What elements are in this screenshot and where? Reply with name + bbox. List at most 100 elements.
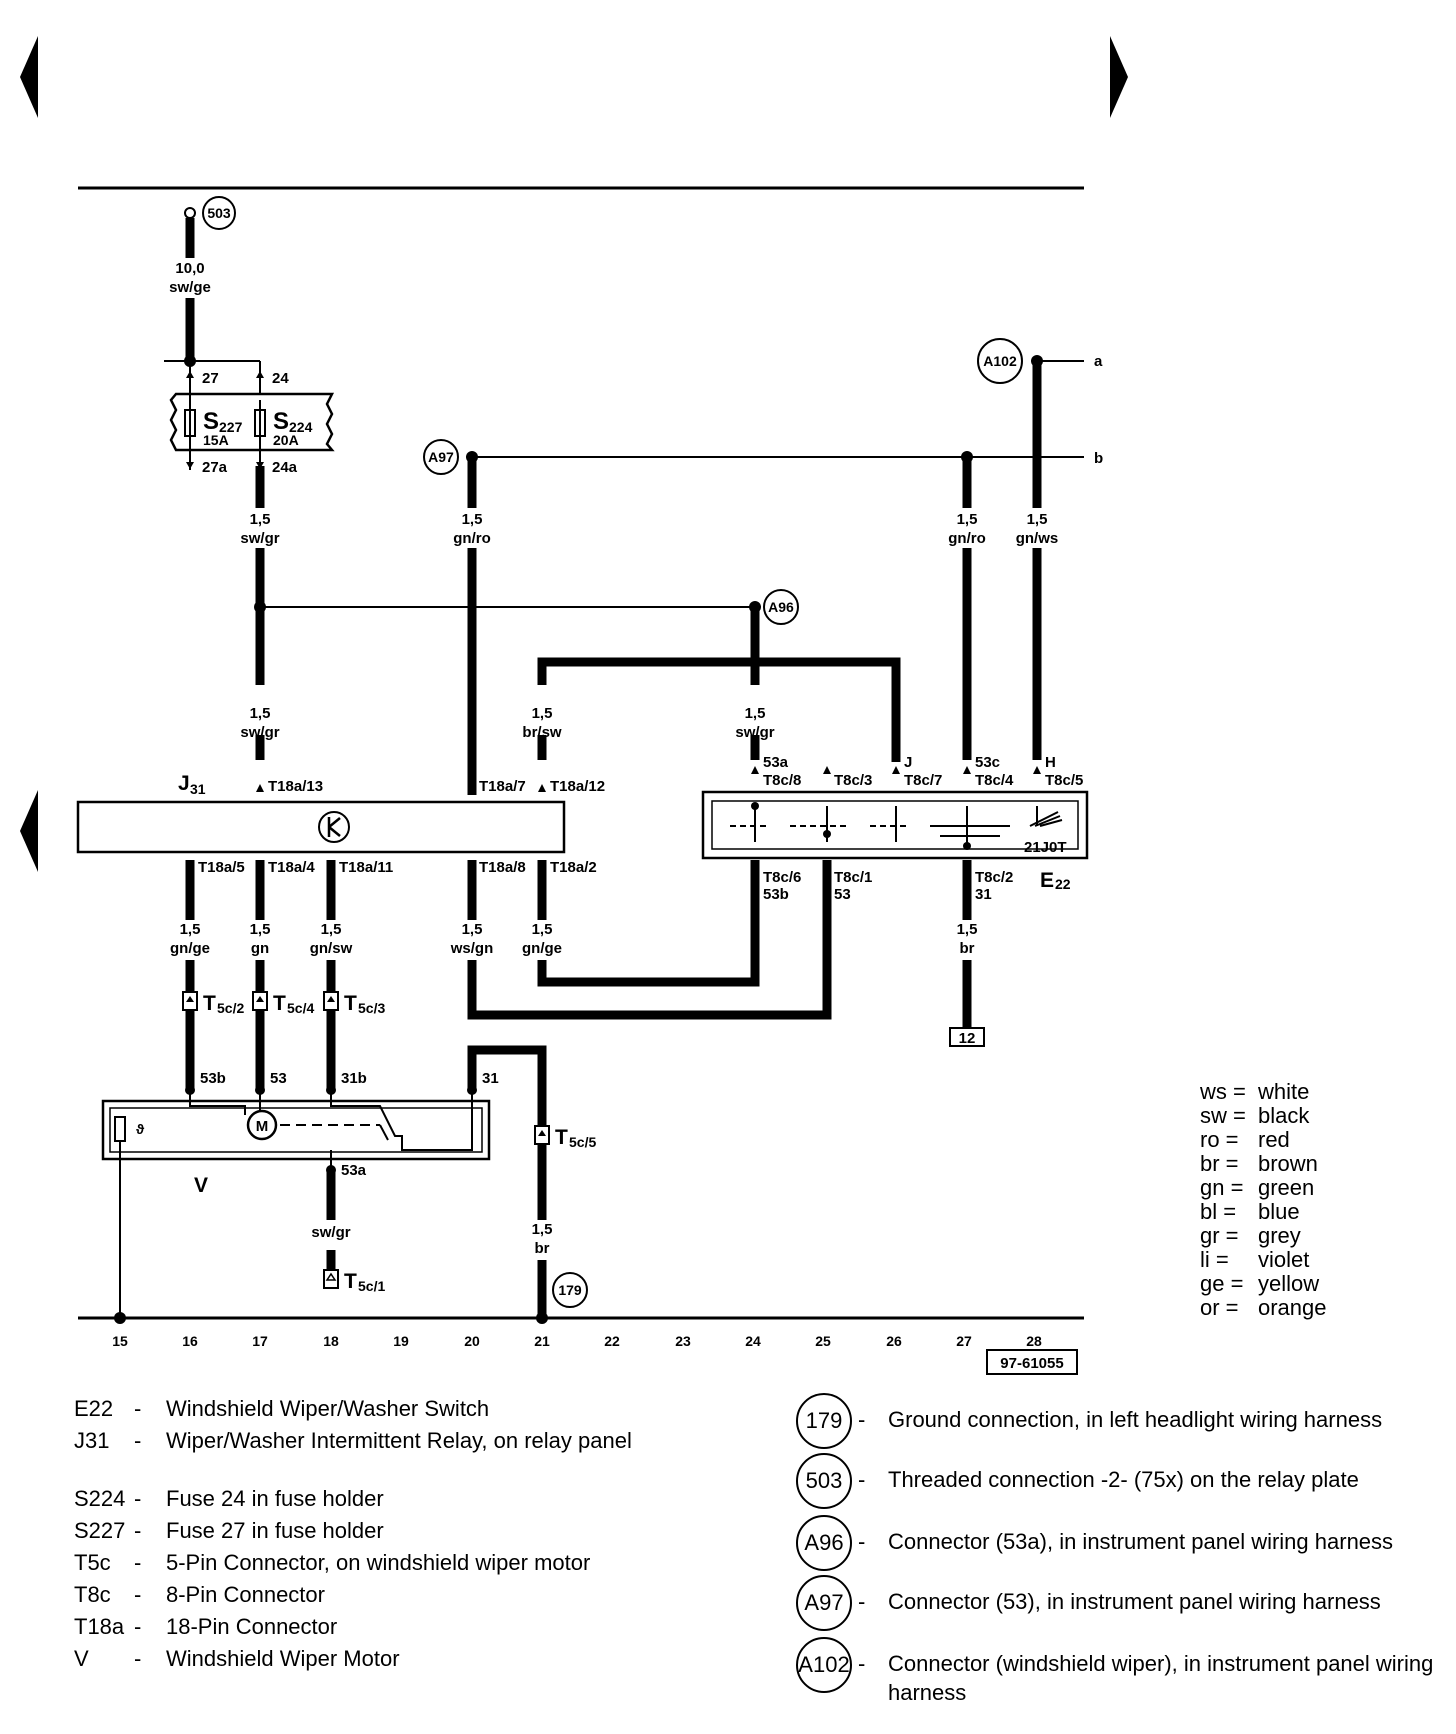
svg-text:T18a/8: T18a/8 (479, 859, 526, 876)
svg-text:503: 503 (207, 205, 231, 221)
component-description: Wiper/Washer Intermittent Relay, on rela… (166, 1428, 632, 1453)
separator-dash: - (134, 1646, 142, 1671)
svg-text:1,5: 1,5 (250, 921, 271, 938)
wire-labels: 10,0 sw/ge 1,5 sw/gr 1,5 gn/ro 1,5 gn/ro… (169, 260, 1058, 1257)
svg-text:5c/3: 5c/3 (358, 1000, 385, 1016)
connection-code-circle: A96 (796, 1515, 852, 1571)
switch-pin-labels: 53a T8c/8 T8c/3 J T8c/7 53c T8c/4 H T8c/… (763, 754, 1083, 903)
relay-j31-letter: J (178, 772, 190, 795)
svg-text:31: 31 (482, 1070, 499, 1087)
svg-text:T18a/13: T18a/13 (268, 778, 323, 795)
relay-j31-sub: 31 (190, 781, 206, 797)
motor-m-icon: M (256, 1118, 269, 1135)
component-code: J31 (74, 1428, 110, 1453)
fuse-holder: S 227 15A S 224 20A (169, 362, 335, 470)
separator-dash: - (134, 1486, 142, 1511)
component-code: T8c (74, 1582, 111, 1607)
svg-text:T18a/2: T18a/2 (550, 859, 597, 876)
separator-dash: - (858, 1589, 866, 1614)
grid-number: 15 (112, 1333, 128, 1349)
wiring-diagram: S 227 15A S 224 20A 27 24 27a 24a 503 A9… (20, 36, 1128, 1375)
separator-dash: - (858, 1407, 866, 1432)
separator-dash: - (134, 1582, 142, 1607)
fuse-s227-sub: 227 (219, 419, 243, 435)
color-legend-row: ge = yellow (1200, 1272, 1319, 1296)
svg-text:1,5: 1,5 (180, 921, 201, 938)
color-legend-row: ro = red (1200, 1128, 1290, 1152)
color-code: gr = (1200, 1223, 1239, 1248)
svg-text:gn/ge: gn/ge (522, 940, 562, 957)
svg-text:1,5: 1,5 (250, 511, 271, 528)
color-code: li = (1200, 1247, 1229, 1272)
component-code: T5c (74, 1550, 111, 1575)
svg-text:T8c/1: T8c/1 (834, 869, 872, 886)
color-name: yellow (1258, 1271, 1320, 1296)
separator-dash: - (858, 1467, 866, 1492)
connection-list-item: A97-Connector (53), in instrument panel … (796, 1575, 1446, 1639)
color-legend-row: or = orange (1200, 1296, 1327, 1320)
switch-pin-arrows (751, 766, 1041, 874)
component-description: Windshield Wiper/Washer Switch (166, 1396, 490, 1421)
connection-description: Ground connection, in left headlight wir… (888, 1407, 1383, 1432)
prev-page-arrow-icon[interactable] (20, 36, 38, 118)
svg-text:5c/5: 5c/5 (569, 1134, 596, 1150)
svg-text:br/sw: br/sw (522, 724, 562, 741)
grid-number: 25 (815, 1333, 831, 1349)
connection-code-circle: 503 (796, 1453, 852, 1509)
svg-text:1,5: 1,5 (957, 921, 978, 938)
component-description: Fuse 24 in fuse holder (166, 1486, 384, 1511)
color-legend-row: li = violet (1200, 1248, 1309, 1272)
wiper-motor-v: ϑ M V (101, 1090, 491, 1197)
svg-text:1,5: 1,5 (532, 1221, 553, 1238)
svg-text:br: br (535, 1240, 550, 1257)
fuse-s227-letter: S (203, 408, 219, 435)
color-code: bl = (1200, 1199, 1237, 1224)
component-description: Fuse 27 in fuse holder (166, 1518, 384, 1543)
color-code: ge = (1200, 1271, 1244, 1296)
svg-text:53: 53 (270, 1070, 287, 1087)
fuse-s227-rating: 15A (203, 432, 229, 448)
svg-text:A97: A97 (428, 449, 454, 465)
grid-number: 18 (323, 1333, 339, 1349)
terminal-27: 27 (202, 370, 219, 387)
svg-text:1,5: 1,5 (532, 921, 553, 938)
component-list-item: E22-Windshield Wiper/Washer Switch (74, 1394, 754, 1454)
component-code: T18a (74, 1614, 125, 1639)
thermal-icon: ϑ (136, 1121, 145, 1137)
separator-dash: - (858, 1651, 866, 1676)
color-code: or = (1200, 1295, 1239, 1320)
junction-dots (114, 355, 1043, 1324)
switch-e22-code: 21J0T (1024, 839, 1067, 856)
connection-code-circle: A97 (796, 1575, 852, 1631)
fuse-s224-sub: 224 (289, 419, 313, 435)
component-description: 8-Pin Connector (166, 1582, 325, 1607)
component-code: E22 (74, 1396, 114, 1421)
grid-number: 23 (675, 1333, 691, 1349)
svg-text:1,5: 1,5 (745, 705, 766, 722)
figure-number-box: 97-61055 (986, 1349, 1078, 1375)
prev-section-arrow-icon[interactable] (20, 790, 38, 872)
grid-number: 19 (393, 1333, 409, 1349)
relay-pin-labels: T18a/13 T18a/7 T18a/12 T18a/5 T18a/4 T18… (198, 778, 605, 876)
separator-dash: - (134, 1428, 142, 1453)
svg-text:31b: 31b (341, 1070, 367, 1087)
svg-text:gn/ro: gn/ro (948, 530, 986, 547)
svg-text:31: 31 (975, 886, 992, 903)
svg-text:T8c/7: T8c/7 (904, 772, 942, 789)
svg-text:gn/ge: gn/ge (170, 940, 210, 957)
svg-text:gn/ws: gn/ws (1016, 530, 1059, 547)
svg-text:1,5: 1,5 (957, 511, 978, 528)
svg-text:gn/sw: gn/sw (310, 940, 353, 957)
color-name: red (1258, 1127, 1290, 1152)
color-name: black (1258, 1103, 1310, 1128)
component-list-item: T5c-5-Pin Connector, on windshield wiper… (74, 1548, 754, 1608)
grid-number: 16 (182, 1333, 198, 1349)
svg-text:1,5: 1,5 (1027, 511, 1048, 528)
svg-text:T18a/12: T18a/12 (550, 778, 605, 795)
separator-dash: - (134, 1614, 142, 1639)
wiper-motor-v-letter: V (194, 1174, 208, 1197)
svg-text:1,5: 1,5 (462, 511, 483, 528)
next-page-arrow-icon[interactable] (1110, 36, 1128, 118)
svg-text:gn/ro: gn/ro (453, 530, 491, 547)
svg-text:T8c/5: T8c/5 (1045, 772, 1083, 789)
